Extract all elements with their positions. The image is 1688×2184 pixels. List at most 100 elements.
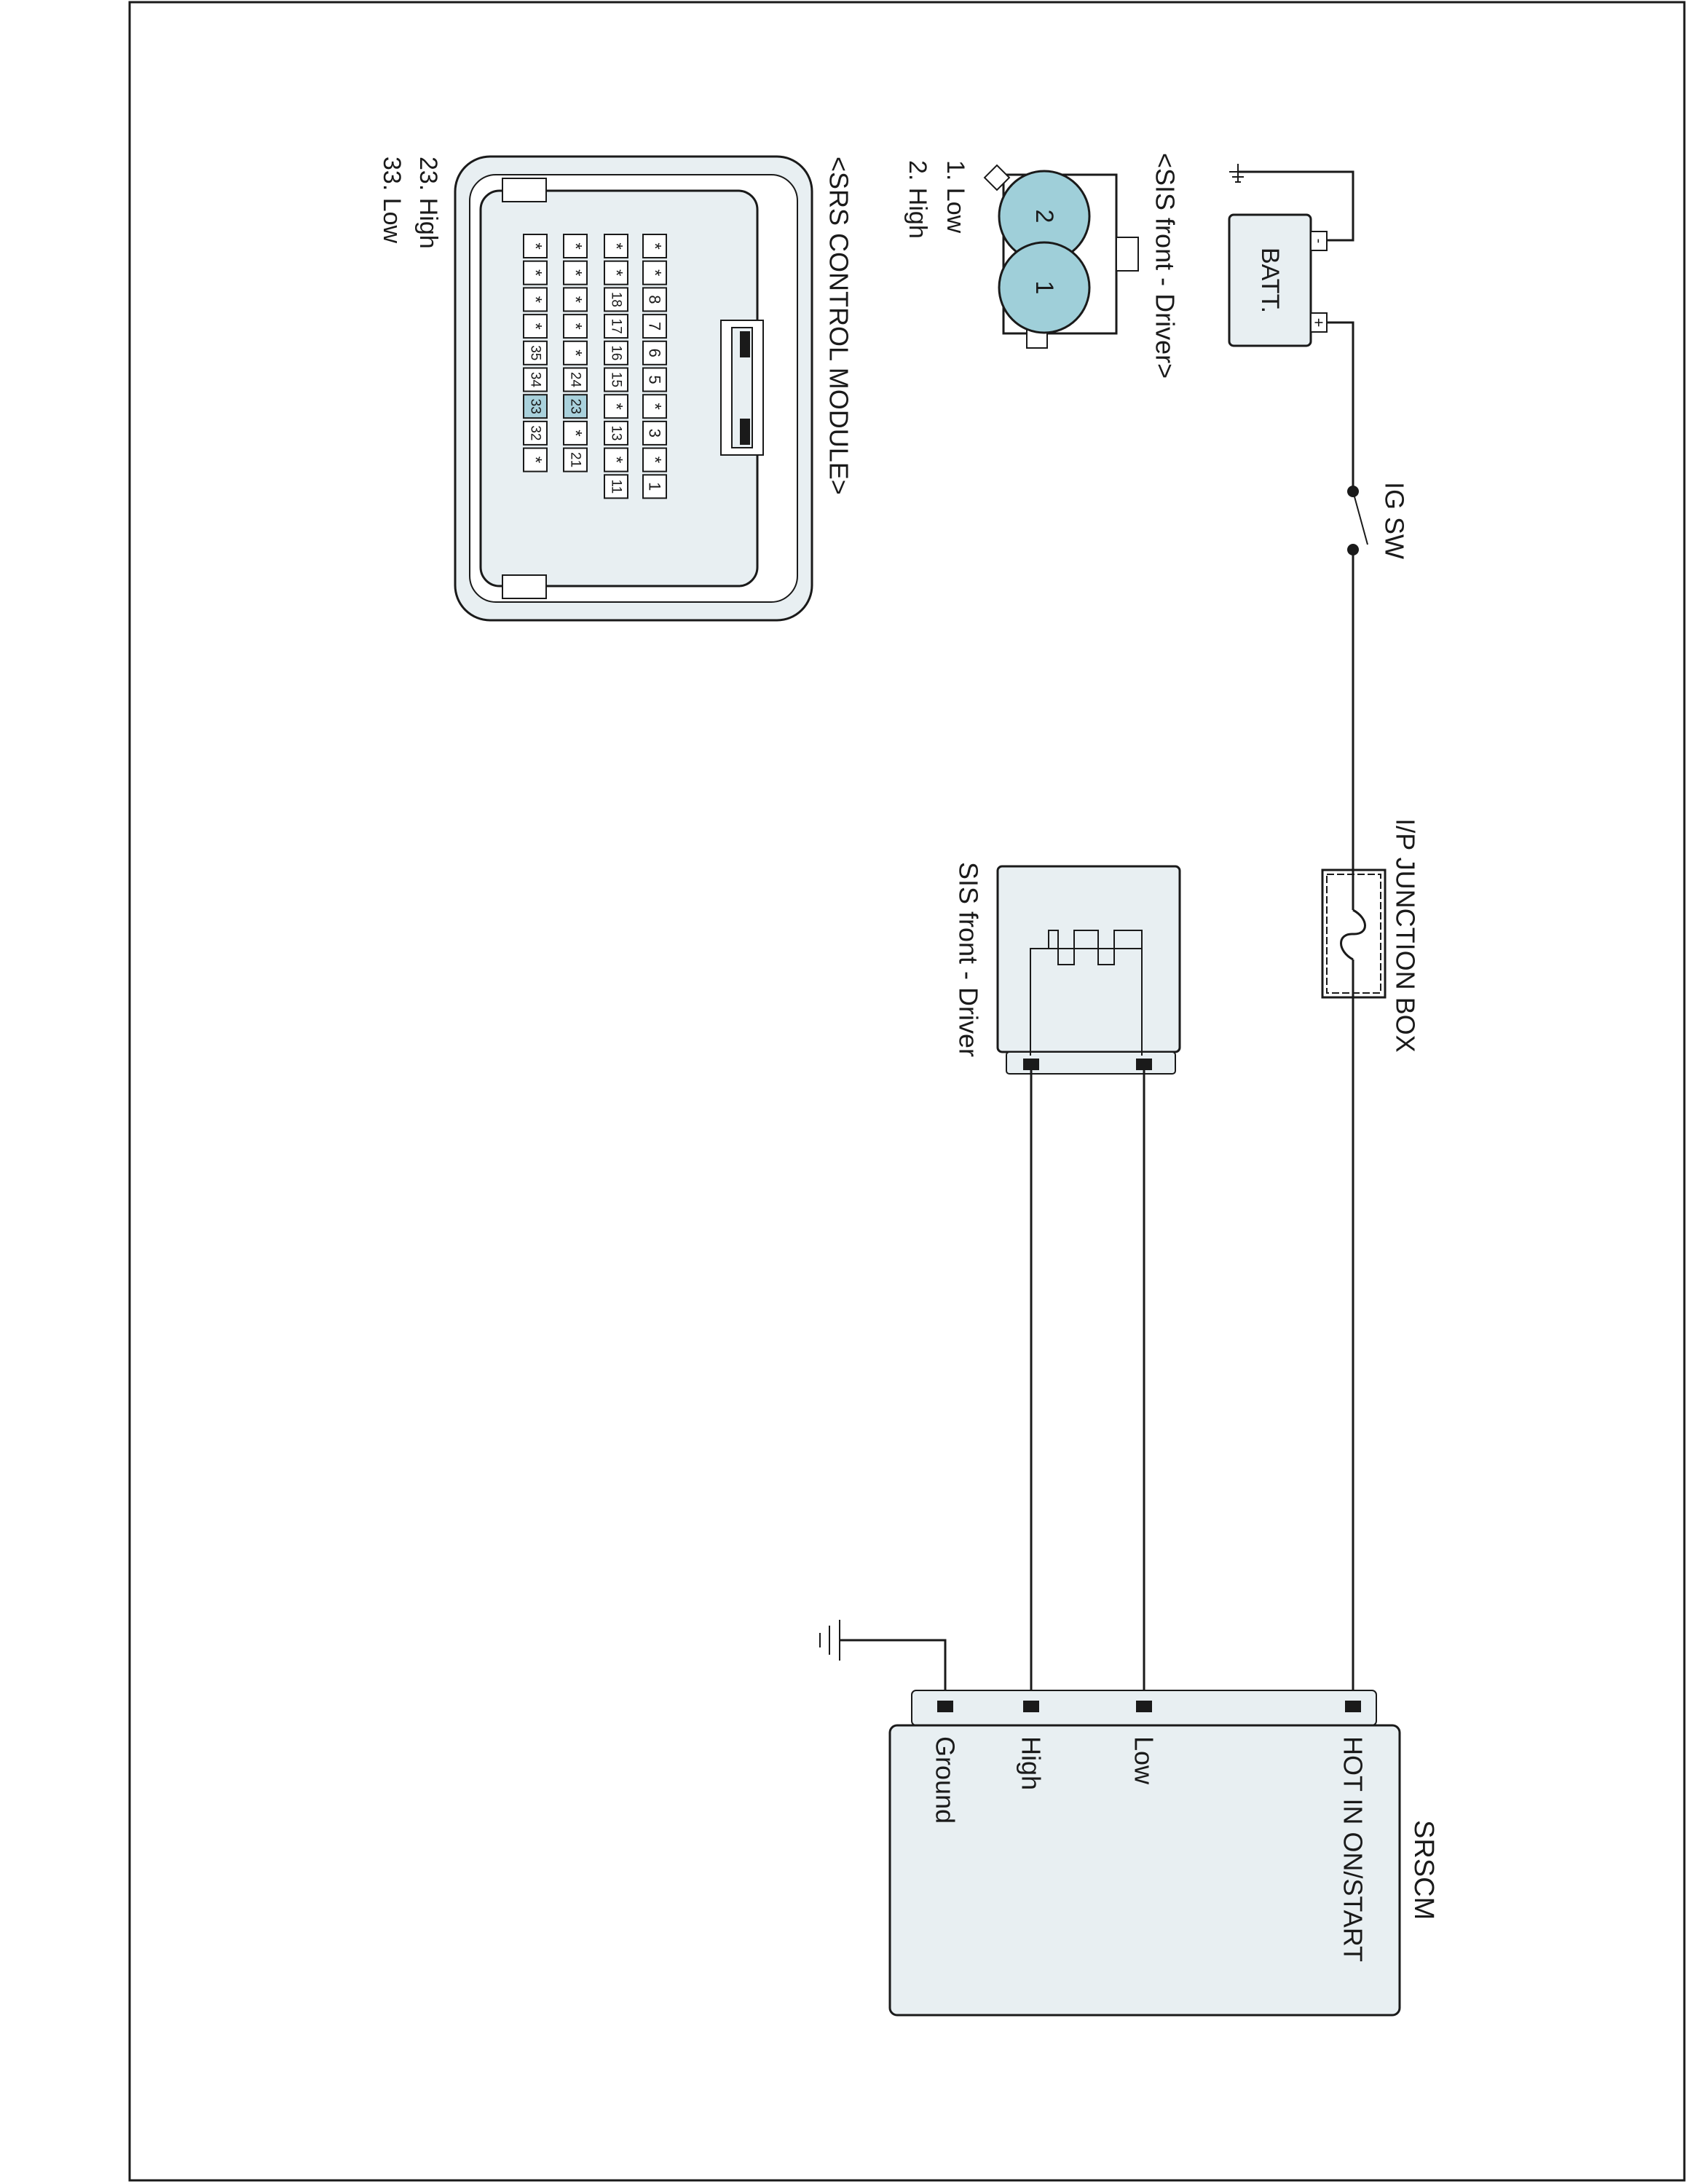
srs-pin-label: * (566, 296, 585, 303)
srs-pin-label: * (566, 242, 585, 249)
srs-pin-label: 5 (646, 375, 664, 384)
srs-legend-high: 23. High (414, 157, 442, 249)
srs-pin-cell (523, 367, 548, 392)
srs-pin-cell (563, 340, 588, 365)
srscm-pin-ground: Ground (931, 1736, 961, 1824)
srs-pin-label: * (526, 456, 545, 463)
srs-pin-cell (523, 394, 548, 419)
srscm-pin-low: Low (1129, 1736, 1159, 1785)
srs-pin-cell (563, 314, 588, 339)
srs-pin-label: 32 (528, 425, 543, 440)
srs-pin-label: * (566, 349, 585, 356)
srs-pin-cell (523, 314, 548, 339)
srs-pin-cell (523, 260, 548, 285)
battery-pos-symbol: + (1310, 318, 1328, 328)
sis-legend-low: 1. Low (942, 160, 969, 234)
srs-pin-label: 1 (646, 482, 664, 491)
srs-pin-cell (563, 260, 588, 285)
srscm-pin-hot: HOT IN ON/START (1338, 1736, 1368, 1962)
junction-box-label: I/P JUNCTION BOX (1391, 818, 1421, 1052)
srs-pin-label: * (607, 269, 626, 276)
srs-pin-label: * (526, 242, 545, 249)
srs-pin-cell (642, 474, 667, 499)
srs-pin-label: * (566, 323, 585, 329)
junction-box: I/P JUNCTION BOX (1321, 818, 1421, 1053)
srs-pin-cell (604, 367, 628, 392)
srs-pin-label: * (566, 430, 585, 436)
srs-pin-label: * (607, 403, 626, 410)
srs-pin-label: * (526, 323, 545, 329)
srs-pin-label: 15 (609, 372, 624, 387)
srs-pin-cell (604, 420, 628, 446)
srs-pin-label: 18 (609, 292, 624, 307)
seat-sensor-icon (1030, 930, 1143, 1056)
srs-pin-grid: **8765*3*1**18171615*13*11*****2423*21**… (523, 234, 667, 499)
sis-front-driver-label: SIS front - Driver (954, 862, 984, 1057)
srs-pin-cell (642, 420, 667, 446)
srs-pin-label: * (645, 456, 665, 463)
sis-pin-2-label: 2 (1030, 210, 1058, 223)
srs-pin-cell (563, 234, 588, 258)
srs-pin-label: 35 (528, 345, 543, 360)
srs-pin-label: 23 (568, 399, 583, 414)
ignition-switch-label: IG SW (1380, 482, 1410, 559)
srs-pin-label: 13 (609, 425, 624, 440)
sis-connector-title: <SIS front - Driver> (1151, 153, 1180, 379)
srs-connector-title: <SRS CONTROL MODULE> (824, 157, 854, 495)
srs-pin-label: 3 (646, 429, 664, 438)
srs-pin-cell (604, 474, 628, 499)
srs-pin-cell (642, 234, 667, 258)
srs-pin-label: 16 (609, 345, 624, 360)
battery-neg-symbol: - (1311, 239, 1327, 244)
srs-pin-label: 34 (528, 372, 543, 388)
battery-label: BATT. (1256, 248, 1284, 313)
srs-pin-cell (523, 340, 548, 365)
srs-pin-label: * (526, 296, 545, 303)
sis-connector: 2 1 (983, 164, 1139, 349)
sis-legend-high: 2. High (904, 160, 931, 239)
ignition-switch: IG SW (1347, 482, 1410, 559)
sis-pin-1 (998, 241, 1091, 334)
srs-pin-label: 8 (646, 295, 664, 304)
fuse-icon (1340, 909, 1366, 961)
srscm-ground-icon (819, 1620, 947, 1706)
srs-pin-cell (523, 234, 548, 258)
srs-legend-low: 33. Low (378, 157, 406, 244)
srs-pin-label: * (645, 269, 665, 276)
srs-pin-cell (604, 394, 628, 419)
srs-pin-cell (642, 367, 667, 392)
page-border (128, 1, 1686, 2182)
srs-pin-cell (604, 314, 628, 339)
srs-pin-cell (604, 287, 628, 312)
srs-pin-cell (642, 340, 667, 365)
srs-pin-label: * (526, 269, 545, 276)
srs-pin-cell (642, 287, 667, 312)
srs-pin-cell (642, 260, 667, 285)
battery: - + BATT. (1228, 213, 1328, 347)
srs-pin-label: 17 (609, 319, 624, 334)
srs-pin-cell (604, 260, 628, 285)
srs-pin-cell (604, 340, 628, 365)
srs-pin-cell (642, 314, 667, 339)
srscm-title: SRSCM (1408, 1820, 1439, 1920)
battery-ground-icon (1229, 164, 1354, 242)
srs-pin-cell (563, 367, 588, 392)
srscm-module: HOT IN ON/START Low High Ground (888, 1690, 1401, 2017)
srs-pin-cell (642, 447, 667, 472)
srs-connector: **8765*3*1**18171615*13*11*****2423*21**… (454, 155, 813, 622)
sis-pin-1-label: 1 (1030, 281, 1058, 295)
srscm-pin-high: High (1017, 1736, 1046, 1790)
srs-pin-label: 7 (646, 322, 664, 331)
srs-pin-label: * (607, 456, 626, 463)
srs-pin-label: * (566, 269, 585, 276)
srs-pin-label: 11 (609, 479, 624, 494)
srs-pin-label: 33 (528, 399, 543, 414)
srs-pin-cell (563, 420, 588, 446)
srs-pin-cell (523, 420, 548, 446)
srs-pin-cell (523, 287, 548, 312)
srs-pin-label: * (645, 403, 665, 410)
srs-pin-label: 21 (568, 452, 583, 467)
srs-pin-cell (563, 394, 588, 419)
srs-pin-label: 6 (646, 349, 664, 357)
